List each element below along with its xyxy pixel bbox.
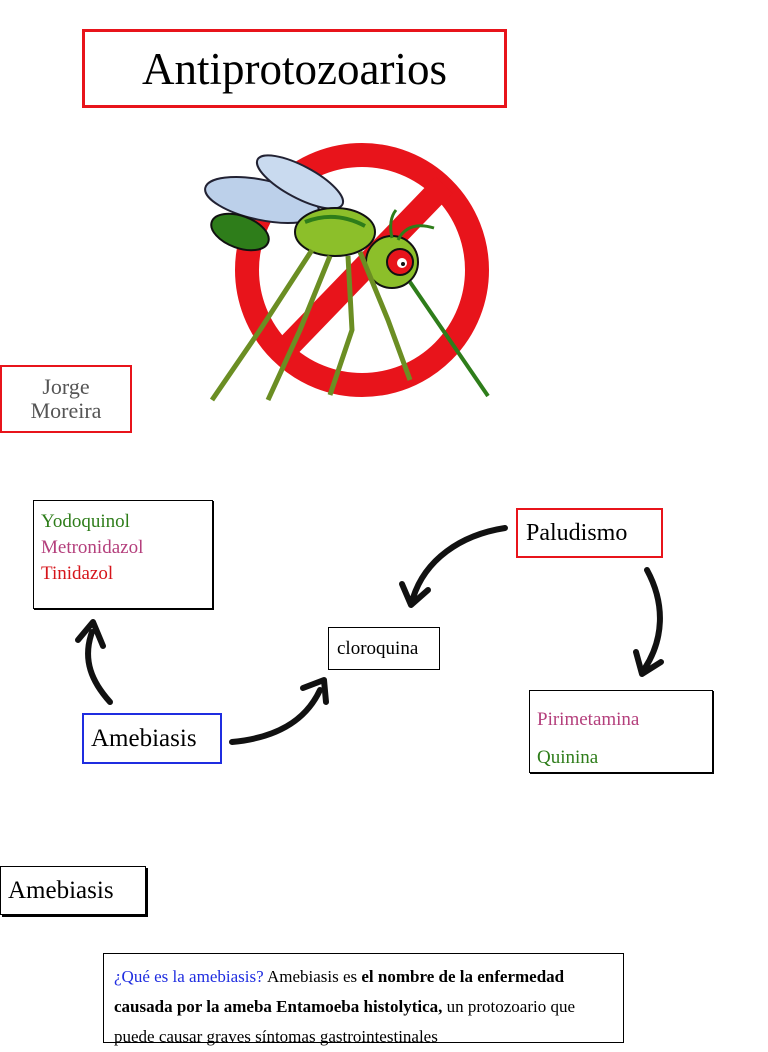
- cloroquina-node: cloroquina: [328, 627, 440, 670]
- arrow-amebiasis-to-drugs: [75, 619, 113, 705]
- cloroquina-label: cloroquina: [337, 637, 419, 659]
- question-link[interactable]: ¿Qué es la amebiasis?: [114, 967, 264, 986]
- author-box: Jorge Moreira: [0, 365, 132, 433]
- amebiasis-drugs-box: Yodoquinol Metronidazol Tinidazol: [33, 500, 213, 609]
- prohibition-sign: [235, 143, 489, 397]
- paludismo-drugs-box: Pirimetamina Quinina: [529, 690, 713, 773]
- drug-metronidazol: Metronidazol: [41, 537, 144, 558]
- paludismo-label: Paludismo: [526, 519, 628, 546]
- drug-yodoquinol: Yodoquinol: [41, 511, 130, 532]
- drug-pirimetamina: Pirimetamina: [537, 709, 640, 730]
- paludismo-node: Paludismo: [516, 508, 663, 558]
- author-last-name: Moreira: [30, 398, 102, 423]
- no-mosquito-icon: [204, 143, 490, 402]
- description-box: ¿Qué es la amebiasis? Amebiasis es el no…: [103, 953, 624, 1046]
- section-heading-box: Amebiasis: [0, 866, 146, 915]
- arrow-paludismo-to-cloroquina: [399, 525, 508, 608]
- arrow-amebiasis-to-cloroquina: [229, 677, 329, 745]
- author-first-name: Jorge: [42, 374, 90, 399]
- page-title: Antiprotozoarios: [142, 43, 447, 94]
- description-text-1: Amebiasis es: [263, 967, 362, 986]
- page-title-box: Antiprotozoarios: [82, 29, 507, 108]
- arrow-paludismo-to-drugs: [633, 567, 664, 677]
- description-bold: el nombre de la enfermedad causada por l…: [114, 967, 565, 1016]
- section-heading: Amebiasis: [8, 876, 114, 904]
- mosquito-icon: [204, 154, 490, 402]
- drug-quinina: Quinina: [537, 747, 599, 768]
- amebiasis-node: Amebiasis: [82, 713, 222, 764]
- diagram-arrows: [75, 525, 664, 745]
- drug-tinidazol: Tinidazol: [41, 563, 114, 584]
- amebiasis-label: Amebiasis: [91, 724, 197, 752]
